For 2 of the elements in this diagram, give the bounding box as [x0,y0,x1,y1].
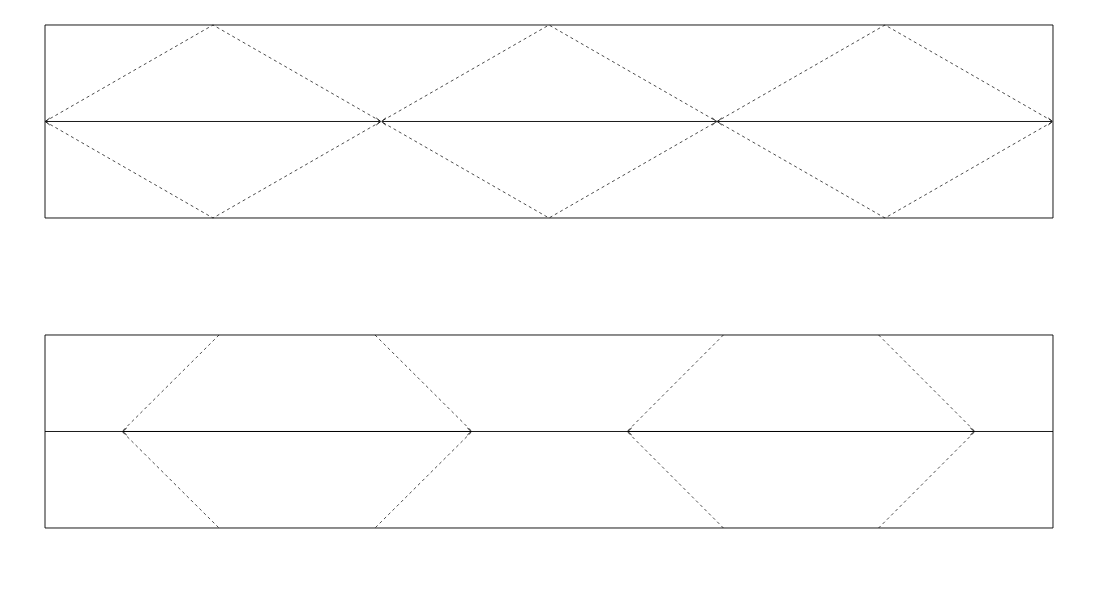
band-box [44,24,1054,219]
band-box [44,334,1054,529]
